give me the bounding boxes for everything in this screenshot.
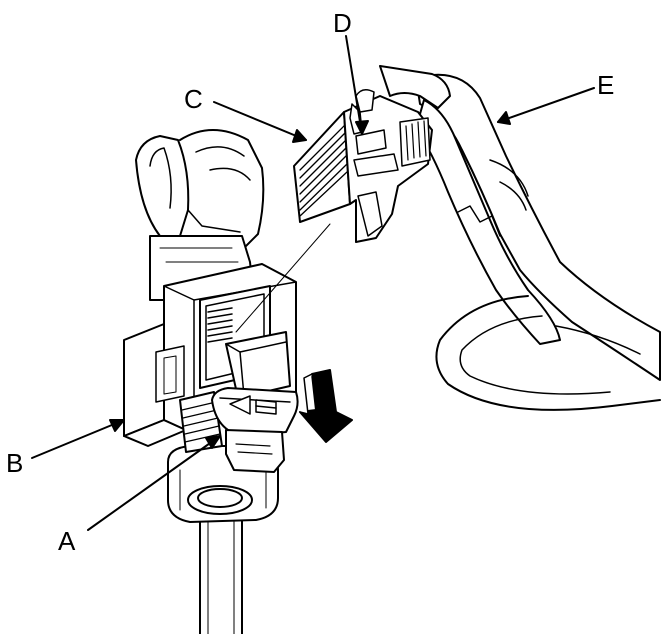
- alignment-line: [235, 223, 331, 333]
- lock-tab: [211, 331, 299, 473]
- leader-arrowhead-b: [109, 419, 125, 432]
- leader-line-e: [497, 87, 595, 123]
- callout-label-d: D: [333, 8, 352, 38]
- mounting-bracket: [135, 129, 265, 301]
- leader-arrowhead-a: [205, 435, 221, 449]
- leader-line-c: [213, 101, 307, 141]
- callout-label-a: A: [58, 526, 76, 556]
- terminal-ribs: [207, 307, 233, 343]
- leader-line-b: [31, 419, 125, 459]
- callout-label-e: E: [597, 70, 615, 100]
- callout-label-b: B: [6, 448, 24, 478]
- leader-line-a: [87, 435, 221, 531]
- retaining-clip: [293, 89, 433, 243]
- leader-arrowhead-d: [355, 120, 369, 135]
- leader-line-d: [345, 35, 363, 135]
- leader-arrowhead-c: [292, 129, 307, 143]
- clip-ribs: [299, 123, 348, 217]
- pliers: [379, 65, 661, 411]
- connector-housing: [123, 263, 297, 453]
- leader-arrowhead-e: [497, 111, 511, 125]
- push-direction-arrow: [299, 369, 353, 443]
- leader-lines: [31, 35, 595, 531]
- callout-label-c: C: [184, 84, 203, 114]
